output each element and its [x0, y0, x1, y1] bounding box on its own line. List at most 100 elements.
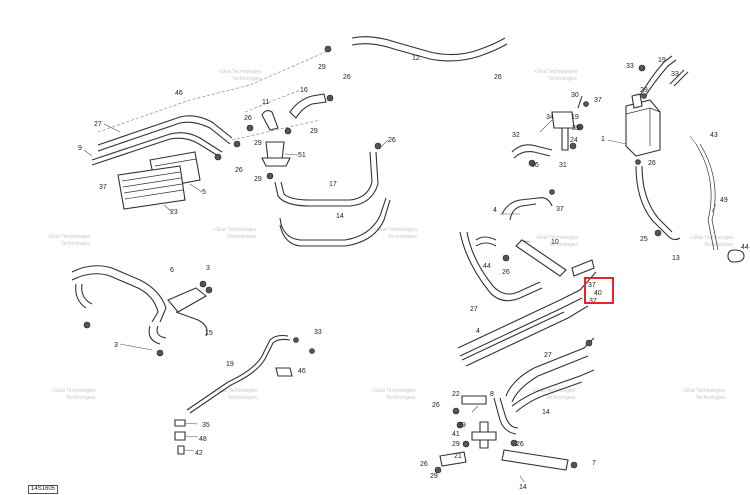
watermark: +Skat Technologies	[532, 388, 576, 394]
callout-26: 26	[388, 137, 396, 144]
callout-17: 17	[329, 181, 337, 188]
callout-25: 25	[640, 236, 648, 243]
callout-26: 26	[432, 402, 440, 409]
callout-48: 48	[199, 436, 207, 443]
watermark: Technologies	[546, 395, 576, 401]
callout-44: 44	[741, 244, 749, 251]
callout-46: 46	[298, 368, 306, 375]
callout-26: 26	[648, 160, 656, 167]
callout-51: 51	[298, 152, 306, 159]
callout-19: 19	[226, 361, 234, 368]
callout-16: 16	[300, 87, 308, 94]
callout-29: 29	[458, 422, 466, 429]
watermark: +Skat Technologies	[535, 235, 579, 241]
callout-35: 35	[202, 422, 210, 429]
callout-29: 29	[430, 473, 438, 480]
callout-14: 14	[336, 213, 344, 220]
watermark: +Skat Technologies	[52, 388, 96, 394]
callout-40: 40	[594, 290, 602, 297]
callout-12: 12	[412, 55, 420, 62]
watermark: Technologies	[388, 234, 418, 240]
callout-21: 21	[454, 453, 462, 460]
hose-group-center-right	[457, 189, 597, 367]
watermark: +Skat Technologies	[214, 388, 258, 394]
callout-3: 3	[206, 265, 210, 272]
callout-49: 49	[720, 197, 728, 204]
callout-9: 9	[78, 145, 82, 152]
callout-26: 26	[502, 269, 510, 276]
watermark: Technologies	[386, 395, 416, 401]
callout-37: 37	[556, 206, 564, 213]
callout-29: 29	[452, 441, 460, 448]
watermark: +Skat Technologies	[213, 227, 257, 233]
valve-group-30	[511, 95, 589, 167]
callout-27: 27	[544, 352, 552, 359]
watermark: Technologies	[549, 242, 579, 248]
callout-46: 46	[175, 90, 183, 97]
callout-19: 19	[658, 57, 666, 64]
callout-41: 41	[452, 431, 460, 438]
hose-group-bottom	[434, 337, 595, 483]
watermark: +Skat Technologies	[47, 234, 91, 240]
callout-3: 3	[114, 342, 118, 349]
callout-6: 6	[170, 267, 174, 274]
callout-22: 22	[452, 391, 460, 398]
callout-29: 29	[254, 140, 262, 147]
watermark: +Skat Technologies	[682, 388, 726, 394]
callout-10: 10	[551, 239, 559, 246]
watermark: Technologies	[696, 395, 726, 401]
watermark: Technologies	[66, 395, 96, 401]
callout-44: 44	[483, 263, 491, 270]
highlight-box	[584, 277, 614, 304]
callout-39: 39	[572, 125, 580, 132]
callout-29: 29	[310, 128, 318, 135]
callout-37: 37	[594, 97, 602, 104]
callout-7: 7	[592, 460, 596, 467]
diagram-part-code: 14S1605	[28, 485, 59, 494]
watermark: Technologies	[232, 76, 262, 82]
watermark: Technologies	[61, 241, 91, 247]
watermark: +Skat Technologies	[534, 69, 578, 75]
callout-33: 33	[314, 329, 322, 336]
callout-36: 36	[531, 162, 539, 169]
hose-group-6-15	[71, 265, 213, 357]
callout-34: 34	[546, 114, 554, 121]
callout-26: 26	[343, 74, 351, 81]
callout-15: 15	[205, 330, 213, 337]
callout-29: 29	[254, 176, 262, 183]
callout-23: 23	[170, 209, 178, 216]
rod-19	[174, 334, 315, 455]
callout-31: 31	[559, 162, 567, 169]
callout-30: 30	[571, 92, 579, 99]
callout-4: 4	[493, 207, 497, 214]
callout-14: 14	[542, 409, 550, 416]
hoses-17-14	[274, 139, 391, 247]
callout-19: 19	[571, 114, 579, 121]
callout-37: 37	[99, 184, 107, 191]
callout-43: 43	[710, 132, 718, 139]
callout-42: 42	[195, 450, 203, 457]
fitting-51-group	[246, 93, 334, 180]
tube-assembly-27	[83, 49, 331, 166]
callout-1: 1	[601, 136, 605, 143]
callout-33: 33	[626, 63, 634, 70]
callout-26: 26	[235, 167, 243, 174]
callout-5: 5	[202, 189, 206, 196]
callout-labels: 12 29 26 26 46 11 16 27 26 29 29 9 51 26…	[78, 55, 749, 491]
hose-12	[324, 36, 508, 62]
watermark: +Skat Technologies	[218, 69, 262, 75]
callout-37: 37	[589, 298, 597, 305]
watermark: +Skat Technologies	[374, 227, 418, 233]
callout-13: 13	[672, 255, 680, 262]
callout-29: 29	[318, 64, 326, 71]
watermark: Technologies	[228, 395, 258, 401]
callout-27: 27	[94, 121, 102, 128]
callout-33: 33	[671, 71, 679, 78]
callout-29: 29	[640, 87, 648, 94]
watermark: Technologies	[548, 76, 578, 82]
coolant-reservoir	[607, 55, 745, 263]
callout-4: 4	[476, 328, 480, 335]
callout-26: 26	[420, 461, 428, 468]
